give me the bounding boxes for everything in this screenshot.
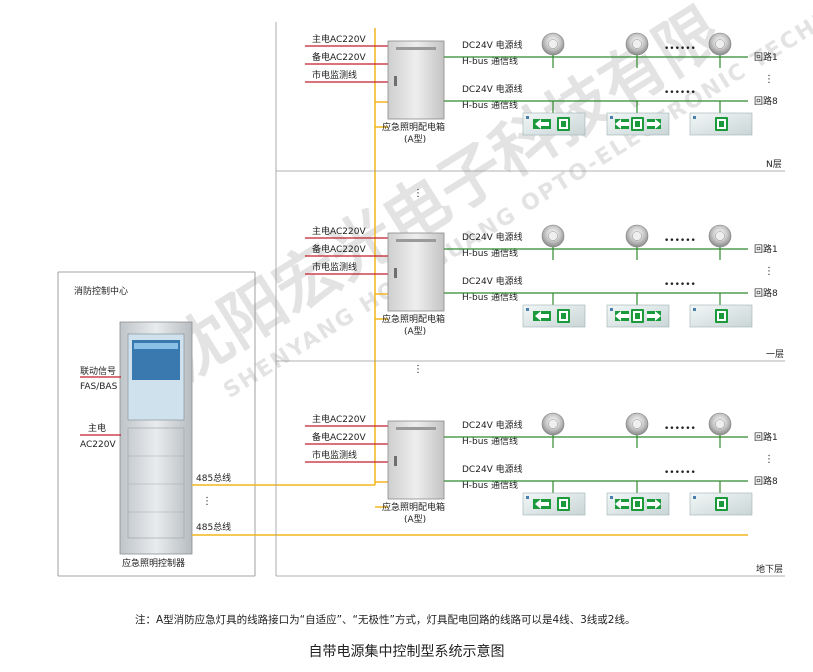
ceiling-lamp xyxy=(541,224,565,260)
diagram-title: 自带电源集中控制型系统示意图 xyxy=(308,644,505,660)
cabinet-input-label: 备电AC220V xyxy=(312,431,366,443)
comm-line-label: H-bus 通信线 xyxy=(462,55,518,67)
ellipsis-dots: •••••• xyxy=(664,468,696,478)
loop-label: 回路1 xyxy=(754,51,778,63)
emergency-lighting-controller xyxy=(119,321,193,555)
comm-line-label: H-bus 通信线 xyxy=(462,99,518,111)
ceiling-lamp xyxy=(625,412,649,448)
riser-ellipsis: ⋮ xyxy=(413,364,423,375)
linkage-signal-label: 联动信号 xyxy=(80,365,116,377)
cabinet-input-label: 备电AC220V xyxy=(312,51,366,63)
exit-sign-icon xyxy=(689,492,753,516)
cabinet-label: 应急照明配电箱 xyxy=(382,313,445,325)
power-line-label: DC24V 电源线 xyxy=(462,83,523,95)
exit-sign-left-icon xyxy=(522,112,586,136)
loop-label: 回路1 xyxy=(754,431,778,443)
exit-sign-both-icon xyxy=(606,492,670,516)
distribution-cabinet xyxy=(387,420,445,500)
cabinet-label: 应急照明配电箱 xyxy=(382,501,445,513)
controller-label: 应急照明控制器 xyxy=(122,557,185,569)
bus-485-label-1: 485总线 xyxy=(196,472,231,484)
cabinet-input-label: 市电监测线 xyxy=(312,69,357,81)
power-line-label: DC24V 电源线 xyxy=(462,39,523,51)
exit-sign-icon xyxy=(689,304,753,328)
comm-line-label: H-bus 通信线 xyxy=(462,247,518,259)
exit-sign-left-icon xyxy=(522,492,586,516)
footnote: 注：A型消防应急灯具的线路接口为“自适应”、“无极性”方式，灯具配电回路的线路可… xyxy=(135,614,636,626)
ceiling-lamp xyxy=(541,32,565,68)
ceiling-lamp xyxy=(708,224,732,260)
fas-bas-label: FAS/BAS xyxy=(80,382,118,392)
cabinet-input-label: 主电AC220V xyxy=(312,225,366,237)
bus-ellipsis: ⋮ xyxy=(202,496,212,507)
cabinet-type: (A型) xyxy=(404,326,426,337)
cabinet-type: (A型) xyxy=(404,514,426,525)
comm-line-label: H-bus 通信线 xyxy=(462,479,518,491)
ceiling-lamp xyxy=(625,224,649,260)
loop-ellipsis: ⋮ xyxy=(764,266,774,277)
cabinet-input-label: 市电监测线 xyxy=(312,449,357,461)
exit-sign-icon xyxy=(689,112,753,136)
exit-sign-left-icon xyxy=(522,304,586,328)
ellipsis-dots: •••••• xyxy=(664,280,696,290)
floor-label: N层 xyxy=(766,159,782,170)
mains-voltage-label: AC220V xyxy=(80,440,116,450)
control-center: 消防控制中心 应急照明控制器 联动信号 FAS/BAS 主电 AC220V 48… xyxy=(57,271,748,577)
exit-sign-both-icon xyxy=(606,304,670,328)
ellipsis-dots: •••••• xyxy=(664,88,696,98)
distribution-cabinet xyxy=(387,40,445,120)
loop-ellipsis: ⋮ xyxy=(764,454,774,465)
ellipsis-dots: •••••• xyxy=(664,236,696,246)
power-line-label: DC24V 电源线 xyxy=(462,419,523,431)
comm-line-label: H-bus 通信线 xyxy=(462,291,518,303)
distribution-cabinet xyxy=(387,232,445,312)
ellipsis-dots: •••••• xyxy=(664,44,696,54)
exit-sign-both-icon xyxy=(606,112,670,136)
power-line-label: DC24V 电源线 xyxy=(462,231,523,243)
loop-label: 回路8 xyxy=(754,475,778,487)
loop-label: 回路8 xyxy=(754,287,778,299)
riser-ellipsis: ⋮ xyxy=(413,188,423,199)
floor-label: 一层 xyxy=(766,349,784,360)
ceiling-lamp xyxy=(708,412,732,448)
cabinet-input-label: 市电监测线 xyxy=(312,261,357,273)
ellipsis-dots: •••••• xyxy=(664,424,696,434)
ceiling-lamp xyxy=(541,412,565,448)
cabinet-label: 应急照明配电箱 xyxy=(382,121,445,133)
control-center-label: 消防控制中心 xyxy=(74,285,128,297)
loop-ellipsis: ⋮ xyxy=(764,74,774,85)
ceiling-lamp xyxy=(708,32,732,68)
loop-label: 回路8 xyxy=(754,95,778,107)
floor-label: 地下层 xyxy=(756,563,783,575)
comm-line-label: H-bus 通信线 xyxy=(462,435,518,447)
power-line-label: DC24V 电源线 xyxy=(462,275,523,287)
ceiling-lamp xyxy=(625,32,649,68)
cabinet-type: (A型) xyxy=(404,134,426,145)
cabinet-input-label: 备电AC220V xyxy=(312,243,366,255)
bus-485-label-2: 485总线 xyxy=(196,521,231,533)
cabinet-input-label: 主电AC220V xyxy=(312,33,366,45)
cabinet-input-label: 主电AC220V xyxy=(312,413,366,425)
mains-label: 主电 xyxy=(88,422,106,434)
loop-label: 回路1 xyxy=(754,243,778,255)
power-line-label: DC24V 电源线 xyxy=(462,463,523,475)
